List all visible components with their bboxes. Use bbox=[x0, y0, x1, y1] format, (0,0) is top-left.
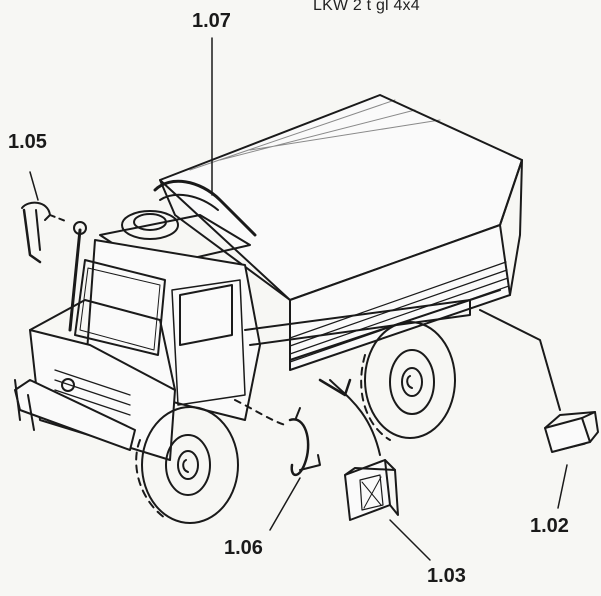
callout-1-05: 1.05 bbox=[8, 131, 47, 153]
front-wheel bbox=[135, 406, 239, 524]
diagram-title: LKW 2 t gl 4x4 bbox=[313, 0, 420, 14]
part-1-06 bbox=[234, 399, 321, 477]
part-1-02 bbox=[479, 309, 599, 453]
callout-1-03: 1.03 bbox=[427, 565, 466, 587]
truck-hood bbox=[14, 299, 176, 461]
part-1-03 bbox=[329, 379, 399, 521]
part-1-05 bbox=[21, 201, 69, 264]
cargo-tarp bbox=[159, 94, 523, 371]
callout-1-02: 1.02 bbox=[530, 515, 569, 537]
rear-wheel bbox=[360, 321, 456, 441]
callout-1-06: 1.06 bbox=[224, 537, 263, 559]
leader-lines bbox=[29, 37, 568, 561]
callout-1-07: 1.07 bbox=[192, 10, 231, 32]
